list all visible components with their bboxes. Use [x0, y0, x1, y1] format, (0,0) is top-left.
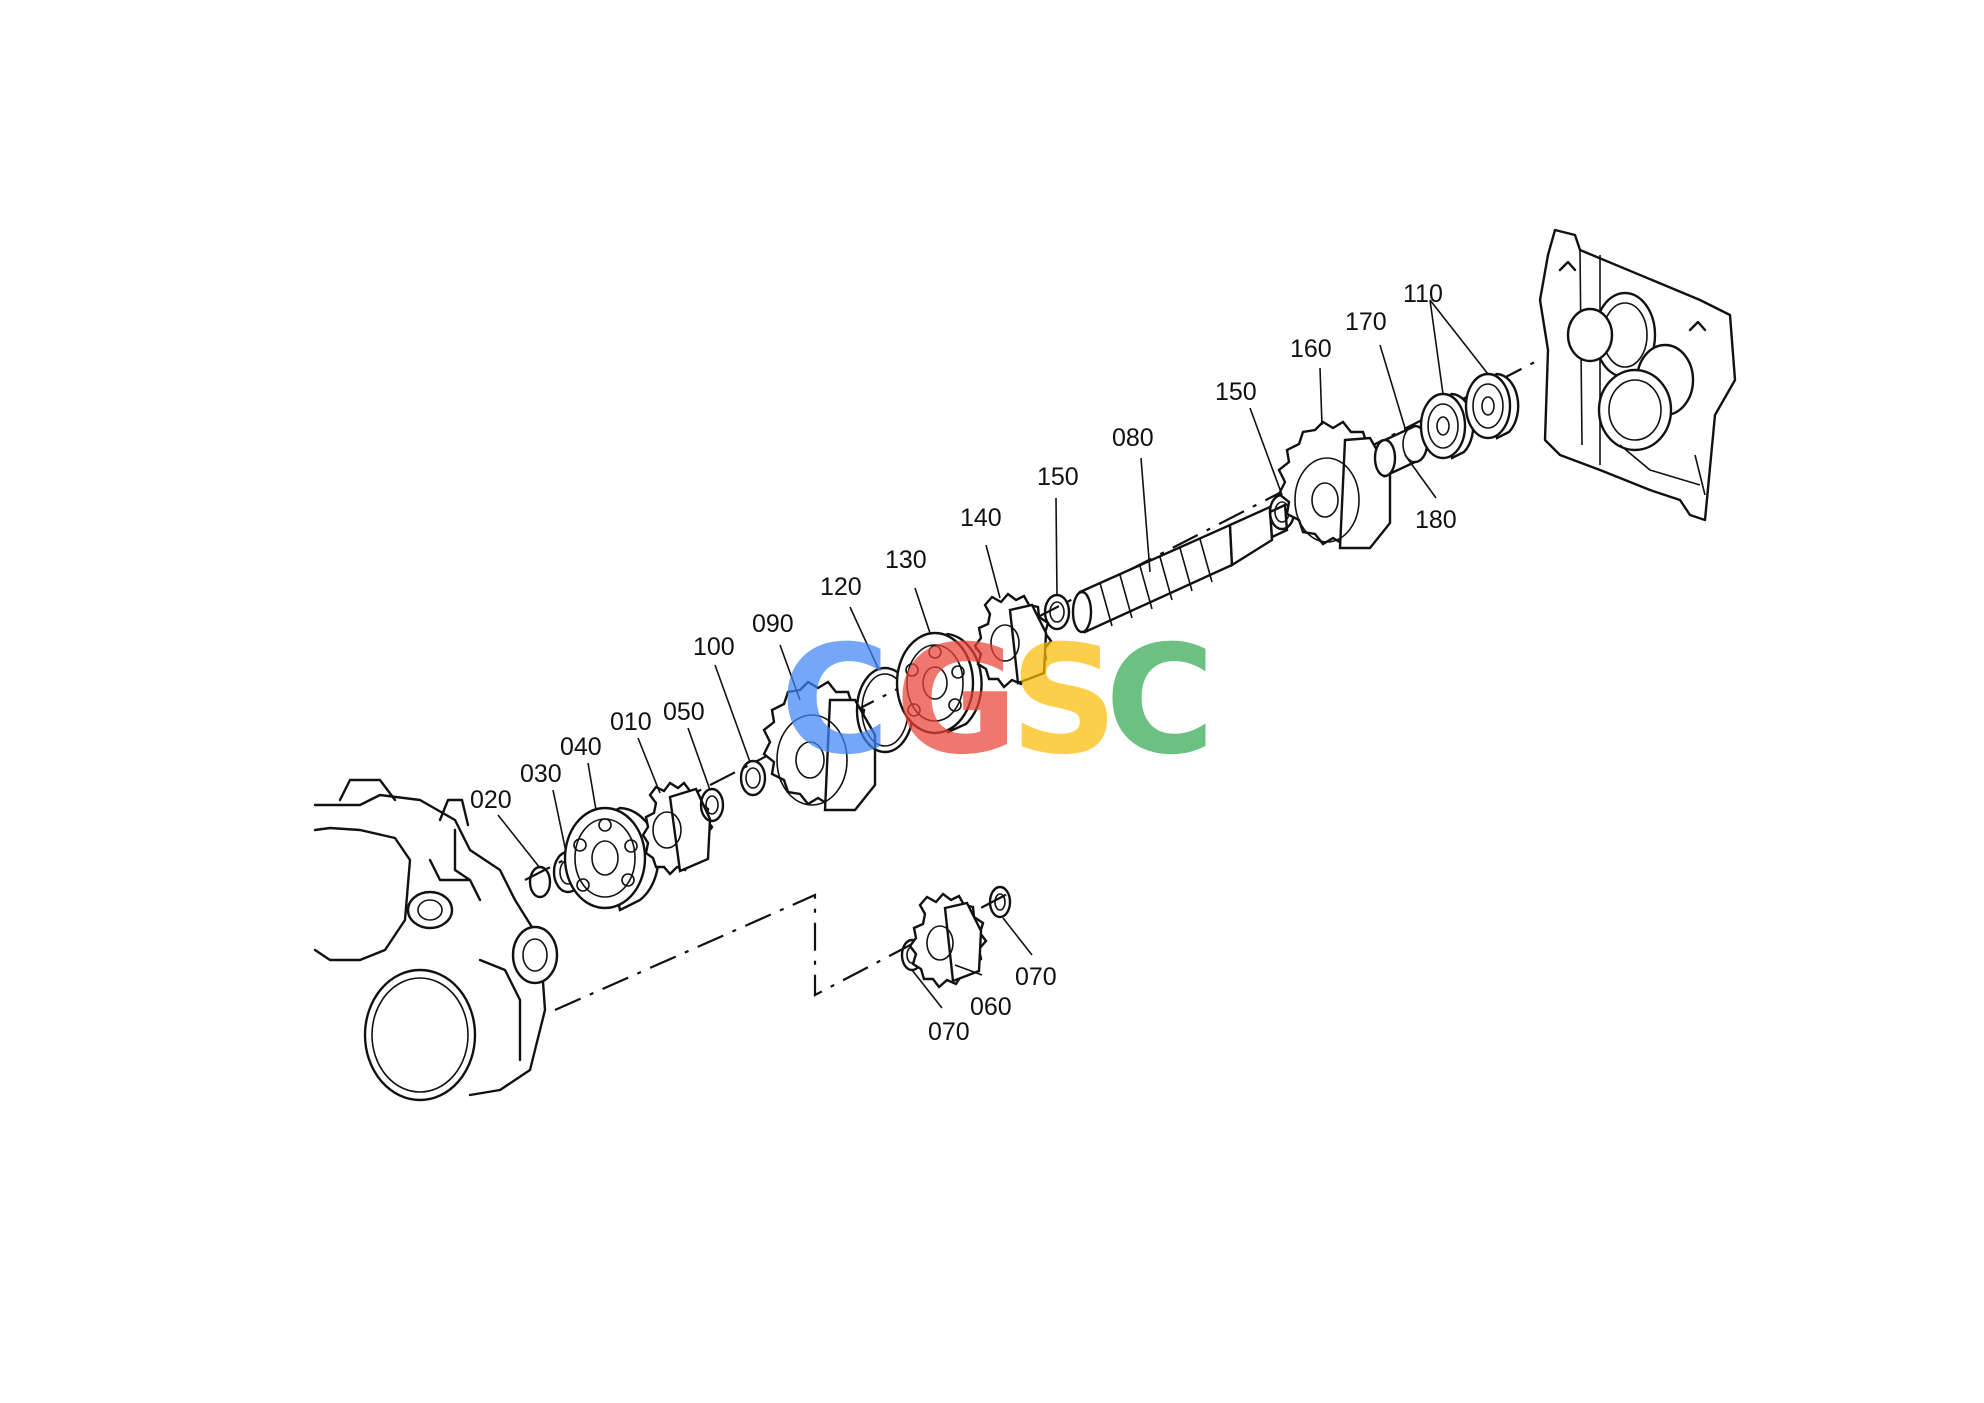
leader-lines	[497, 299, 1489, 1009]
label-120: 120	[820, 573, 862, 601]
part-160-gear	[1277, 420, 1392, 550]
part-050-ring	[699, 787, 725, 823]
label-040: 040	[560, 733, 602, 761]
watermark-logo: C G S C	[780, 614, 1215, 788]
label-130: 130	[885, 546, 927, 574]
label-090: 090	[752, 610, 794, 638]
label-150-left: 150	[1037, 463, 1079, 491]
watermark-letter-3: S	[1010, 614, 1118, 788]
label-100: 100	[693, 633, 735, 661]
label-070-left: 070	[928, 1018, 970, 1046]
right-housing-plate	[1538, 228, 1737, 522]
part-070-ring-right	[988, 885, 1012, 919]
part-labels: 020 030 040 010 050 100 090 120 130 140 …	[470, 280, 1457, 1046]
watermark-letter-2: G	[895, 614, 1018, 788]
label-010: 010	[610, 708, 652, 736]
label-150-right: 150	[1215, 378, 1257, 406]
label-050: 050	[663, 698, 705, 726]
part-060-gear	[908, 892, 988, 989]
part-140-gear	[973, 592, 1053, 689]
part-040-bearing	[563, 806, 660, 912]
watermark-letter-4: C	[1105, 614, 1215, 788]
part-090-gear	[762, 680, 877, 812]
housing-boss	[406, 890, 454, 930]
watermark-letter-1: C	[780, 614, 890, 788]
label-020: 020	[470, 786, 512, 814]
label-170: 170	[1345, 308, 1387, 336]
part-100-ring	[739, 759, 767, 797]
left-housing	[313, 778, 559, 1102]
part-170-collar	[1373, 424, 1429, 478]
part-010-gear	[641, 781, 714, 876]
housing-port	[511, 925, 559, 985]
part-110-bearing-b	[1464, 372, 1520, 440]
part-080-shaft	[1071, 503, 1289, 634]
label-160: 160	[1290, 335, 1332, 363]
label-030: 030	[520, 760, 562, 788]
label-070-right: 070	[1015, 963, 1057, 991]
housing-bore-large	[363, 968, 477, 1102]
label-180: 180	[1415, 506, 1457, 534]
label-060: 060	[970, 993, 1012, 1021]
label-140: 140	[960, 504, 1002, 532]
label-080: 080	[1112, 424, 1154, 452]
part-130-bearing	[895, 631, 983, 735]
label-110: 110	[1403, 280, 1443, 308]
